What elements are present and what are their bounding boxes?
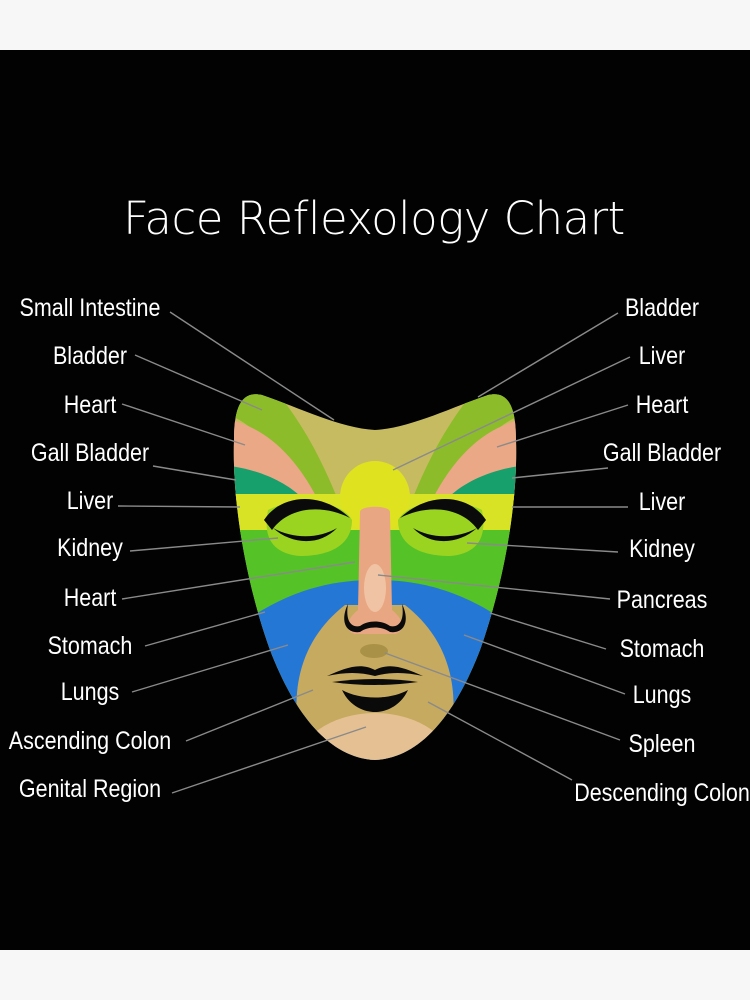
leader-line-right-6	[377, 574, 611, 600]
zone-chin	[295, 713, 455, 760]
label-right-pancreas: Pancreas	[617, 585, 708, 613]
label-left-lungs: Lungs	[61, 677, 120, 705]
label-left-liver: Liver	[67, 486, 114, 514]
eye-left	[273, 528, 337, 542]
label-right-kidney: Kidney	[629, 534, 695, 562]
leader-line-right-2	[496, 404, 629, 448]
leader-line-left-7	[144, 611, 266, 647]
zone-brow-left	[233, 466, 300, 498]
leader-line-right-5	[466, 542, 619, 553]
zone-brow-right	[450, 466, 517, 498]
philtrum-spot	[360, 644, 388, 658]
eye-right	[413, 528, 477, 542]
eyebrow-right	[400, 499, 486, 530]
leader-line-right-3	[511, 467, 609, 479]
eyebrow-left	[264, 499, 350, 530]
label-right-gall-bladder: Gall Bladder	[603, 438, 721, 466]
lower-lip	[342, 690, 408, 712]
label-left-heart-lower: Heart	[64, 583, 117, 611]
face-mask	[233, 394, 517, 760]
label-right-liver-lower: Liver	[639, 487, 686, 515]
label-right-heart: Heart	[636, 390, 689, 418]
nostrils	[344, 604, 406, 633]
leader-line-left-0	[169, 311, 335, 421]
label-right-stomach: Stomach	[620, 634, 705, 662]
labels-right: Bladder Liver Heart Gall Bladder Liver K…	[574, 293, 750, 806]
leader-lines-left	[117, 311, 367, 794]
label-right-descending-colon: Descending Colon	[574, 778, 750, 806]
label-left-bladder: Bladder	[53, 341, 127, 369]
leader-lines-right	[377, 312, 631, 781]
label-left-small-intestine: Small Intestine	[20, 293, 161, 321]
label-left-stomach: Stomach	[48, 631, 133, 659]
leader-line-left-5	[129, 537, 279, 552]
leader-line-right-10	[427, 701, 573, 781]
nose-highlight	[364, 564, 386, 612]
leader-line-right-8	[463, 634, 626, 695]
label-left-gall-bladder: Gall Bladder	[31, 438, 149, 466]
leader-line-right-9	[384, 652, 621, 741]
labels-left: Small Intestine Bladder Heart Gall Bladd…	[9, 293, 171, 802]
label-right-bladder: Bladder	[625, 293, 699, 321]
leader-line-right-7	[489, 612, 607, 650]
leader-line-left-2	[121, 403, 246, 446]
leader-line-left-4	[117, 505, 241, 508]
label-left-kidney: Kidney	[57, 533, 123, 561]
leader-line-left-3	[152, 465, 237, 481]
label-right-lungs: Lungs	[633, 680, 692, 708]
leader-line-right-0	[477, 312, 619, 398]
lip-line	[332, 679, 418, 685]
upper-lip	[327, 666, 423, 676]
leader-line-left-10	[171, 726, 367, 794]
zone-forehead-band-right	[412, 394, 517, 500]
leader-line-left-9	[185, 689, 314, 742]
label-right-spleen: Spleen	[629, 729, 696, 757]
label-right-liver: Liver	[639, 341, 686, 369]
chart-title: Face Reflexology Chart	[123, 192, 625, 245]
zone-forehead-band-left	[233, 394, 338, 500]
label-left-ascending-colon: Ascending Colon	[9, 726, 171, 754]
leader-line-left-1	[134, 354, 263, 411]
leader-line-left-8	[131, 644, 289, 693]
label-left-genital-region: Genital Region	[19, 774, 161, 802]
label-left-heart: Heart	[64, 390, 117, 418]
leader-line-left-6	[121, 561, 356, 600]
leader-line-right-1	[392, 356, 631, 471]
zone-third-eye	[340, 461, 410, 533]
